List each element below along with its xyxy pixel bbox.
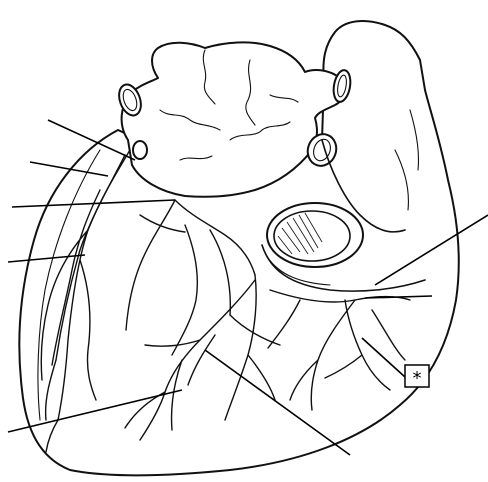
vessel-opening-small — [133, 141, 147, 159]
marker-label: * — [413, 368, 422, 389]
large-vessel-opening — [267, 203, 363, 267]
